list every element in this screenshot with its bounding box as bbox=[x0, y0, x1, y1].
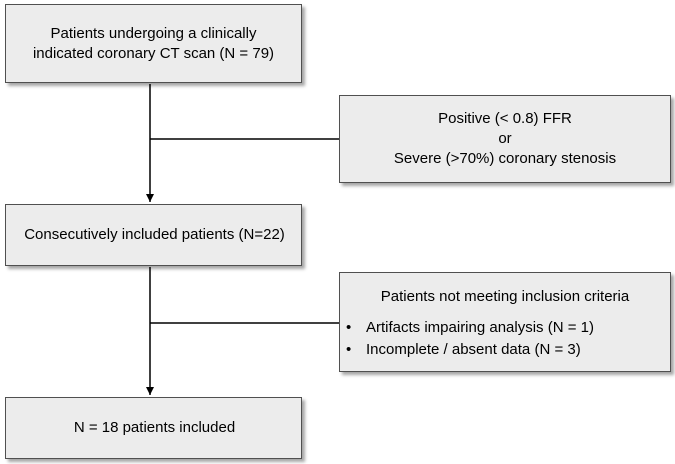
bullet-icon: • bbox=[346, 341, 352, 358]
included-box-text: Consecutively included patients (N=22) bbox=[24, 226, 285, 243]
exclusion-1-line-2: or bbox=[498, 130, 512, 147]
exclusion-2-item-text: Incomplete / absent data (N = 3) bbox=[366, 341, 581, 358]
start-box-line-1: Patients undergoing a clinically bbox=[50, 24, 257, 42]
bullet-icon: • bbox=[346, 319, 352, 336]
final-box: N = 18 patients included bbox=[5, 397, 302, 459]
final-box-text: N = 18 patients included bbox=[73, 419, 236, 436]
exclusion-2-title: Patients not meeting inclusion criteria bbox=[380, 288, 630, 305]
exclusion-2-item: • Artifacts impairing analysis (N = 1) bbox=[346, 317, 594, 339]
exclusion-2-item-text: Artifacts impairing analysis (N = 1) bbox=[366, 319, 594, 336]
start-box: Patients undergoing a clinically indicat… bbox=[5, 4, 302, 83]
exclusion-2-list: • Artifacts impairing analysis (N = 1) •… bbox=[346, 317, 594, 361]
included-box: Consecutively included patients (N=22) bbox=[5, 204, 302, 266]
exclusion-1-line-1: Positive (< 0.8) FFR bbox=[438, 110, 572, 127]
exclusion-box-ffr-stenosis: Positive (< 0.8) FFR or Severe (>70%) co… bbox=[339, 95, 671, 183]
exclusion-box-inclusion-criteria: Patients not meeting inclusion criteria … bbox=[339, 272, 671, 372]
start-box-line-2: indicated coronary CT scan (N = 79) bbox=[32, 44, 275, 62]
exclusion-1-line-3: Severe (>70%) coronary stenosis bbox=[393, 150, 617, 167]
exclusion-2-item: • Incomplete / absent data (N = 3) bbox=[346, 339, 594, 361]
